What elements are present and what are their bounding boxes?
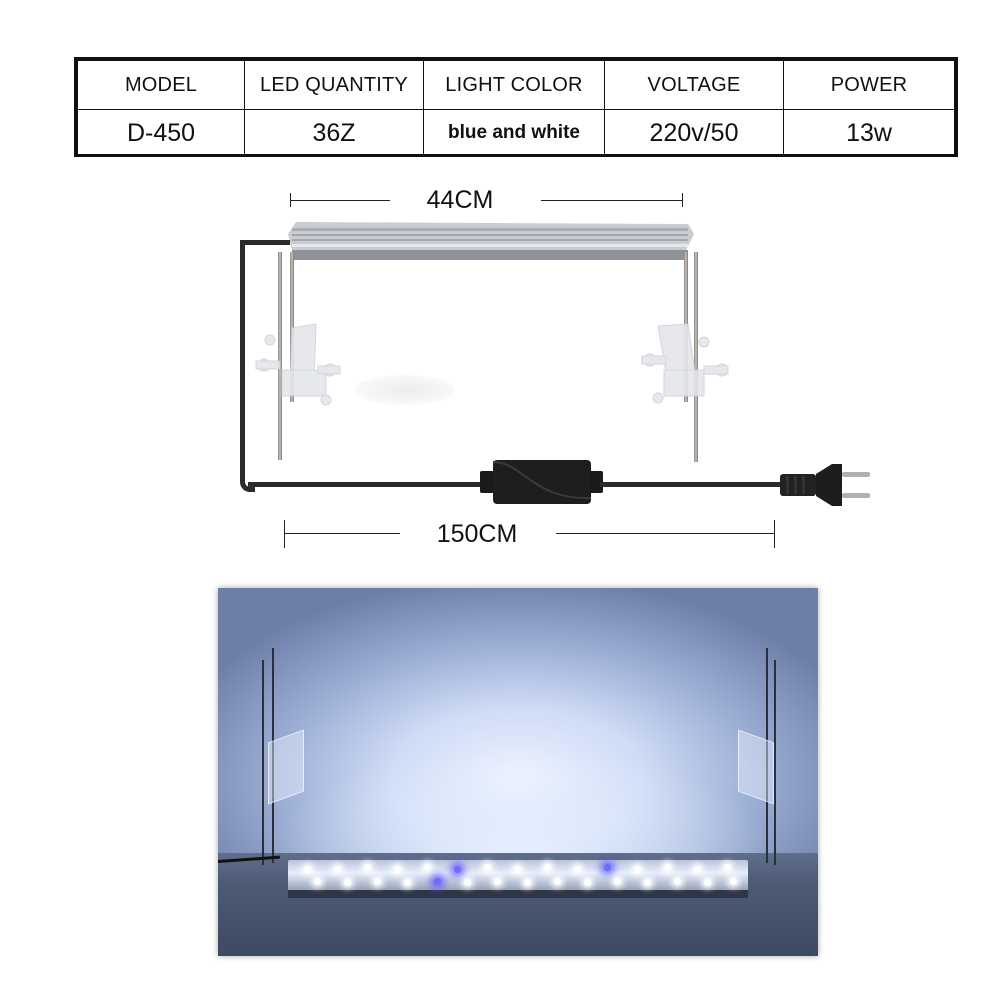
- power-driver-box: [492, 460, 592, 504]
- led: [634, 866, 641, 873]
- photo-right-clip: [738, 729, 774, 805]
- photo-led-bar-edge: [288, 890, 748, 898]
- dim-tick-150-left: [284, 520, 285, 548]
- header-led-quantity: LED QUANTITY: [244, 60, 424, 110]
- led: [584, 879, 591, 886]
- value-voltage: 220v/50: [604, 109, 784, 157]
- driver-cap-right: [589, 471, 603, 493]
- photo-right-rod-2: [774, 660, 776, 865]
- header-power: POWER: [783, 60, 955, 110]
- led: [334, 866, 341, 873]
- header-model: MODEL: [77, 60, 245, 110]
- photo-left-clip: [268, 729, 304, 805]
- dim-line-150-left: [284, 533, 400, 534]
- spec-header-row: MODEL LED QUANTITY LIGHT COLOR VOLTAGE P…: [77, 60, 955, 110]
- led: [614, 878, 621, 885]
- header-light-color: LIGHT COLOR: [423, 60, 605, 110]
- spec-table: MODEL LED QUANTITY LIGHT COLOR VOLTAGE P…: [74, 57, 958, 157]
- dim-line-44-right: [541, 200, 683, 201]
- led: [364, 864, 371, 871]
- led-blue: [434, 878, 441, 885]
- dim-line-44-left: [290, 200, 390, 201]
- value-led-quantity: 36Z: [244, 109, 424, 157]
- value-power: 13w: [783, 109, 955, 157]
- photo-left-rod-2: [272, 648, 274, 863]
- value-light-color: blue and white: [423, 109, 605, 157]
- led: [524, 879, 531, 886]
- eu-plug-icon: [780, 464, 870, 506]
- led: [484, 864, 491, 871]
- led: [674, 878, 681, 885]
- led: [514, 866, 521, 873]
- spec-value-row: D-450 36Z blue and white 220v/50 13w: [77, 109, 955, 157]
- dim-tick-150-right: [774, 520, 775, 548]
- left-mounting-clip-icon: [255, 323, 341, 406]
- led: [374, 878, 381, 885]
- photo-right-rod: [766, 648, 768, 863]
- cable-to-plug-segment: [600, 482, 790, 487]
- led: [730, 878, 737, 885]
- led: [494, 878, 501, 885]
- led: [574, 866, 581, 873]
- cable-top-segment: [240, 240, 290, 245]
- lamp-housing-icon: [288, 222, 694, 260]
- dimension-diagram: 44CM: [0, 160, 1000, 580]
- left-rod-inner: [290, 252, 294, 402]
- led: [704, 879, 711, 886]
- light-color-and: and: [492, 122, 527, 143]
- driver-cap-left: [480, 471, 494, 493]
- driver-curve-icon: [492, 461, 592, 500]
- led: [544, 864, 551, 871]
- shadow-smudge: [355, 375, 455, 405]
- right-rod: [694, 252, 698, 462]
- led: [304, 866, 311, 873]
- led: [314, 878, 321, 885]
- header-voltage: VOLTAGE: [604, 60, 784, 110]
- right-mounting-clip-icon: [641, 323, 729, 404]
- dim-line-150-right: [556, 533, 774, 534]
- led-blue: [604, 864, 611, 871]
- led: [344, 879, 351, 886]
- led: [664, 864, 671, 871]
- lamp-length-label: 44CM: [426, 186, 494, 214]
- dim-tick-right: [682, 193, 683, 207]
- wall-glow: [258, 748, 778, 858]
- photo-left-rod: [262, 660, 264, 865]
- led: [394, 866, 401, 873]
- led: [404, 879, 411, 886]
- led-blue: [454, 866, 461, 873]
- led: [644, 879, 651, 886]
- led: [724, 864, 731, 871]
- light-color-blue: blue: [448, 122, 488, 143]
- left-rod: [278, 252, 282, 460]
- cable-length-label: 150CM: [436, 520, 518, 548]
- cable-left-segment: [240, 240, 255, 492]
- led: [554, 878, 561, 885]
- product-photo: [218, 588, 818, 956]
- cable-bottom-segment: [248, 482, 488, 487]
- led: [694, 866, 701, 873]
- light-color-white: white: [531, 122, 580, 143]
- led: [424, 864, 431, 871]
- value-model: D-450: [77, 109, 245, 157]
- led: [464, 879, 471, 886]
- photo-led-bar: [288, 860, 748, 892]
